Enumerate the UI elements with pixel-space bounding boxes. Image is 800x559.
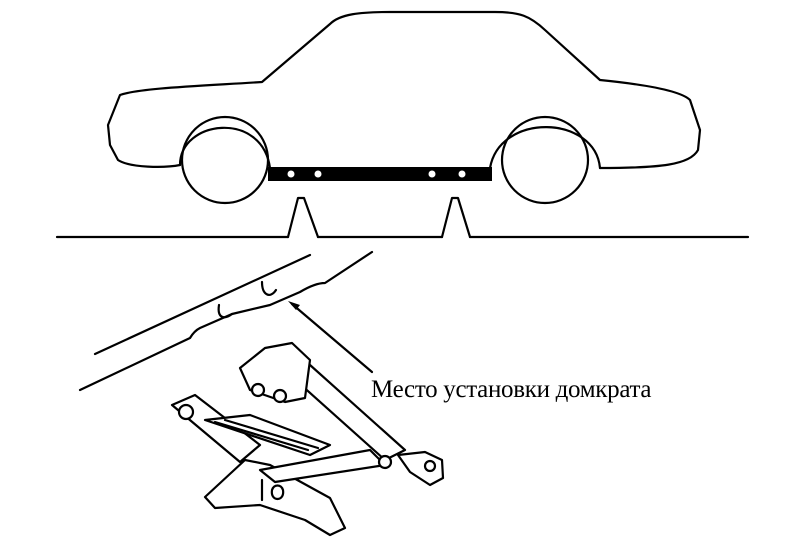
sill-notch [260,280,278,296]
car-body-outline [106,10,702,170]
rocker-sill [268,167,492,181]
jack-position-marker-rear [440,196,472,239]
jack-point-hole [428,170,436,178]
jack-point-hole [458,170,466,178]
scissor-jack [170,341,445,537]
front-wheel [180,115,270,205]
rear-wheel [500,115,590,205]
jack-point-hole [287,170,295,178]
leader-line [290,302,374,374]
leader-arrowhead [288,301,300,310]
jack-lower-arm [258,448,387,484]
jack-point-hole [314,170,322,178]
jack-screw [203,413,332,457]
car-side-view [106,10,702,205]
jack-location-label: Место установки домкрата [371,376,652,403]
jack-position-marker-front [286,196,320,239]
underbody-sill-detail [78,250,374,392]
rear-wheel-arch [488,126,602,170]
sill-notch [217,303,234,319]
front-wheel-arch [178,126,272,170]
jack-crank-eye [396,450,445,487]
